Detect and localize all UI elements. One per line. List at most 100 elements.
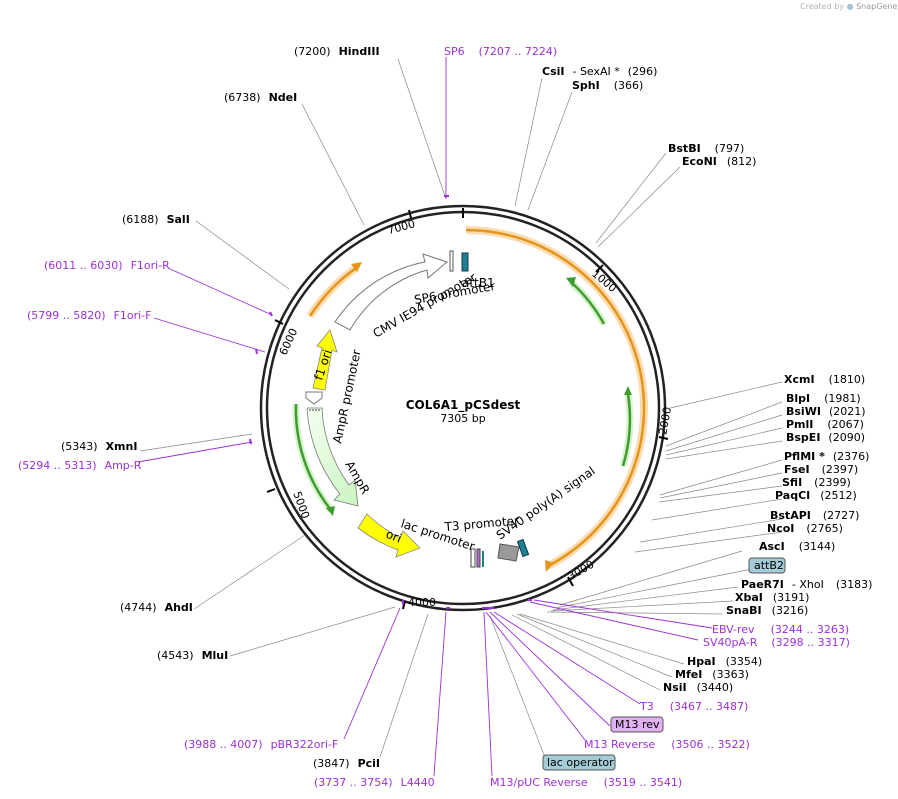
mark-f1ori-f	[255, 348, 258, 355]
leader-ncoi	[634, 531, 783, 553]
leader-pcii	[379, 613, 429, 758]
mark-f1ori-r	[269, 311, 273, 317]
tick-5000	[266, 488, 276, 493]
leader-mlui	[229, 606, 396, 657]
tick-1000	[595, 264, 604, 273]
tag-attb2-box	[748, 557, 786, 574]
tick-label-3000: 3000	[566, 558, 597, 583]
leader-m13rev	[485, 611, 586, 741]
green-arc-b	[621, 393, 632, 467]
leader-attb2	[555, 567, 758, 609]
leader-blpi	[665, 401, 783, 447]
attb1-mark	[461, 252, 469, 272]
site-snabi: SnaBI(3216)	[726, 604, 808, 617]
plasmid-length: 7305 bp	[440, 412, 485, 425]
f1-ori-label: f1 ori	[312, 348, 335, 382]
leader-xbai	[550, 600, 734, 612]
primer-m13puc: M13/pUC Reverse(3519 .. 3541)	[490, 776, 682, 789]
tick-3000	[567, 576, 574, 587]
leader-ahdi	[193, 534, 306, 610]
tick-label-4000: 4000	[408, 596, 436, 609]
tag-lac-operator-text: lac operator	[547, 756, 614, 769]
site-ncoi: NcoI(2765)	[767, 522, 843, 535]
insert-arc-right	[465, 228, 646, 568]
site-bstbi: BstBI(797)	[668, 142, 744, 155]
leader-ndei	[301, 103, 365, 226]
site-bspei: BspEI(2090)	[786, 431, 865, 444]
ampr-arrow	[306, 407, 359, 507]
site-hindiii: (7200)HindIII	[294, 45, 380, 58]
primer-sp6: SP6(7207 .. 7224)	[444, 45, 557, 58]
leader-pbr322	[343, 607, 401, 740]
leader-paer7i	[552, 586, 739, 611]
green-arc-c	[294, 403, 332, 511]
site-asci: AscI(3144)	[759, 540, 835, 553]
site-nsii: NsiI(3440)	[663, 681, 733, 694]
site-leader-lines	[139, 58, 783, 761]
site-sali: (6188)SalI	[122, 213, 190, 226]
site-ahdi: (4744)AhdI	[120, 601, 193, 614]
primer-amp-r: (5294 .. 5313)Amp-R	[18, 459, 142, 472]
leader-csii	[514, 77, 543, 207]
site-mlui: (4543)MluI	[157, 649, 228, 662]
leader-f1ori-f	[153, 317, 266, 353]
leader-l4440	[433, 611, 447, 777]
site-xmni: (5343)XmnI	[61, 440, 137, 453]
ampr-promoter-arrow	[305, 391, 323, 405]
site-sphi: SphI(366)	[572, 79, 643, 92]
primer-leader-lines	[137, 57, 713, 777]
f1-ori-arrow	[312, 329, 338, 391]
green-arrowhead-c	[326, 506, 335, 516]
cmv-promoter-arrow	[334, 253, 449, 331]
insert-arrowhead-left	[351, 262, 362, 272]
tag-attb2-text: attB2	[754, 559, 784, 572]
tag-lac-operator: lac operator	[542, 754, 616, 771]
site-xbai: XbaI(3191)	[735, 591, 809, 604]
attb1-label: attB1	[462, 276, 495, 290]
mark-amp-r	[249, 438, 252, 445]
leader-sfii	[658, 485, 783, 503]
leader-hindiii	[397, 58, 447, 200]
tag-attb2: attB2	[748, 557, 786, 574]
site-bstapi: BstAPI(2727)	[770, 509, 859, 522]
leader-snabi	[546, 611, 723, 615]
leader-m13puc	[483, 611, 493, 777]
insert-arrowhead-right	[545, 560, 554, 572]
credit-brand: SnapGene	[856, 2, 898, 11]
site-hpai: HpaI(3354)	[687, 655, 762, 668]
leader-paqci	[651, 498, 783, 521]
insert-arc-left	[308, 266, 357, 317]
primer-f1ori-r: (6011 .. 6030)F1ori-R	[44, 259, 170, 272]
primer-f1ori-f: (5799 .. 5820)F1ori-F	[27, 309, 152, 322]
backbone-outer-ring	[259, 204, 667, 612]
primer-l4440: (3737 .. 3754)L4440	[314, 776, 435, 789]
tag-m13rev: M13 rev	[610, 716, 664, 733]
site-ndei: (6738)NdeI	[224, 91, 297, 104]
tag-m13rev-box	[610, 716, 664, 733]
leader-bstapi	[639, 518, 783, 543]
t3-promoter-label: T3 promoter	[443, 514, 519, 535]
snapgene-logo-icon: ●	[846, 2, 854, 11]
tag-lac-operator-box	[542, 754, 616, 771]
site-pflmi: PflMI *(2376)	[784, 450, 869, 463]
m13-mark	[476, 548, 481, 568]
leader-econi	[597, 166, 681, 248]
primer-t3: T3(3467 .. 3487)	[639, 700, 748, 713]
credit-prefix: Created by	[800, 2, 845, 11]
green-arrowhead-a	[566, 277, 576, 287]
leader-bstbi	[595, 152, 667, 244]
leader-ebv	[533, 599, 713, 629]
leader-asci	[559, 550, 743, 606]
tick-label-2000: 2000	[656, 406, 674, 436]
primer-pbr322: (3988 .. 4007)pBR322ori-F	[184, 738, 338, 751]
sv40-polya-label: SV40 poly(A) signal	[494, 464, 598, 543]
lac-promoter-mark	[470, 548, 476, 568]
tick-2000	[658, 436, 669, 440]
site-bsiwi: BsiWI(2021)	[786, 405, 866, 418]
leader-pmli	[665, 427, 783, 456]
tick-6000	[274, 319, 284, 325]
ampr-promoter-label: AmpR promoter	[330, 348, 364, 444]
leader-lac-operator	[489, 615, 547, 761]
primer-m13rev: M13 Reverse(3506 .. 3522)	[584, 738, 750, 751]
